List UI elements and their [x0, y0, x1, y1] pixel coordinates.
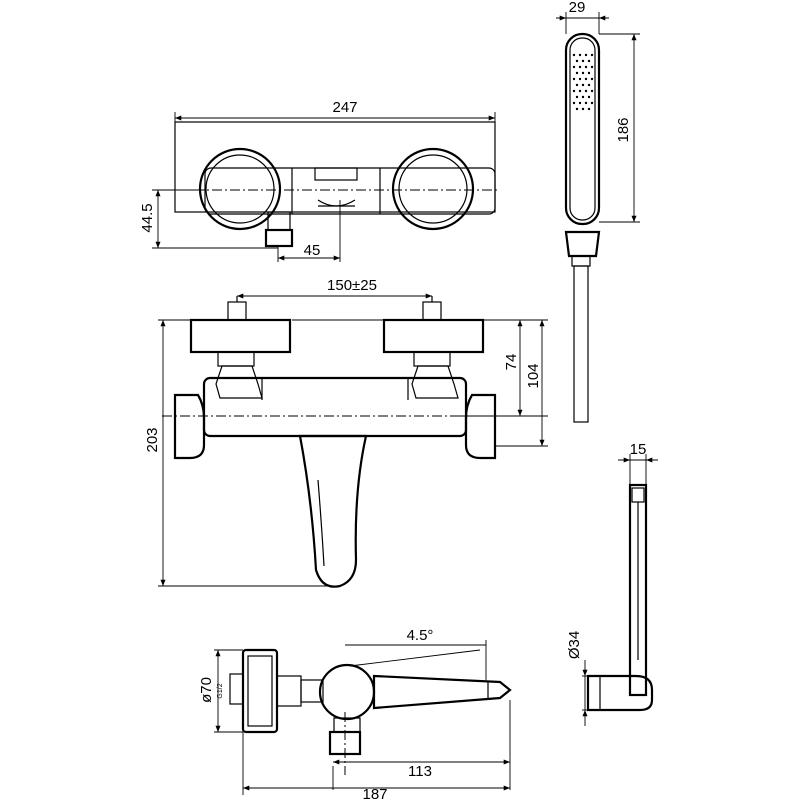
dim-diameter-34: Ø34 [566, 631, 583, 659]
side-view: 4.5° ø70 G1/2 113 187 [198, 627, 512, 800]
dim-15: 15 [630, 441, 647, 458]
dim-45: 45 [304, 242, 321, 259]
dim-113: 113 [408, 763, 432, 780]
dim-186: 186 [615, 117, 632, 142]
dim-203: 203 [144, 427, 161, 452]
holder-view: 15 Ø34 [566, 441, 658, 726]
dim-247: 247 [332, 99, 357, 116]
front-view: 150±25 74 104 203 [144, 277, 548, 588]
hand-shower-view: 29 186 [556, 0, 640, 423]
dim-29: 29 [569, 0, 586, 16]
top-view: 247 44.5 45 [139, 99, 500, 262]
dim-150-25: 150±25 [327, 277, 377, 294]
small-note: G1/2 [217, 683, 224, 698]
dim-74: 74 [503, 354, 520, 371]
dim-104: 104 [525, 363, 542, 388]
dim-diameter-70: ø70 [198, 677, 215, 703]
dim-44-5: 44.5 [139, 203, 156, 232]
dim-187: 187 [362, 786, 387, 800]
dim-angle-4-5: 4.5° [407, 627, 434, 644]
